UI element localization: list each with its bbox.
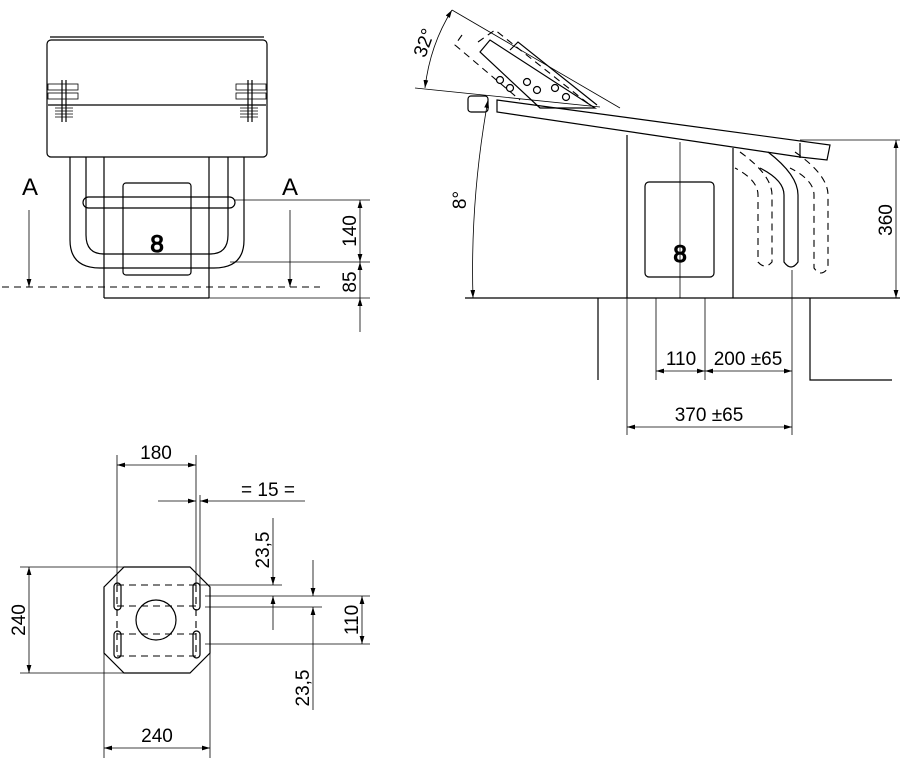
seat-side — [496, 99, 831, 161]
dim-200: 200 ±65 — [714, 349, 783, 370]
dim-110-plan: 110 — [342, 605, 363, 635]
section-label-left: A — [22, 174, 38, 201]
section-label-right: A — [282, 174, 298, 201]
ground-profile — [597, 298, 892, 381]
post-hole — [135, 599, 177, 641]
number-eight-glyph: 8 — [673, 241, 686, 268]
angle-arc-32 — [423, 9, 453, 89]
dim-370: 370 ±65 — [675, 405, 744, 426]
hinge-left — [47, 80, 79, 122]
base-plate — [103, 566, 211, 674]
angle-32: 32° — [410, 26, 440, 60]
dim-110: 110 — [666, 349, 696, 370]
number-sign — [122, 182, 192, 276]
dim-360: 360 — [876, 204, 897, 236]
dim-140: 140 — [340, 215, 361, 247]
hinge-right — [235, 80, 267, 122]
seat-front — [46, 39, 268, 158]
side-view: 32° 8° 8 360 110 200 ±65 370 ±65 — [410, 9, 900, 435]
angle-arc-8 — [470, 99, 489, 299]
tube-frame-outer — [69, 157, 245, 269]
dim-85: 85 — [340, 271, 361, 292]
cross-bar — [82, 196, 236, 209]
foot-tubes — [734, 151, 829, 274]
dim-15: = 15 = — [241, 480, 295, 501]
angle-8: 8° — [450, 191, 471, 209]
dim-23-5-top: 23,5 — [253, 532, 274, 569]
plan-view: 180 = 15 = 23,5 23,5 110 240 240 — [9, 443, 370, 758]
number-sign-side — [644, 181, 715, 278]
front-view: 8 A A 140 85 — [2, 36, 370, 332]
number-eight-glyph: 8 — [150, 231, 163, 258]
dim-23-5-bottom: 23,5 — [293, 670, 314, 707]
dim-240-horizontal: 240 — [141, 726, 173, 747]
dim-180: 180 — [140, 443, 172, 464]
dim-240-vertical: 240 — [9, 604, 30, 636]
folded-seat-dashed — [454, 29, 598, 109]
